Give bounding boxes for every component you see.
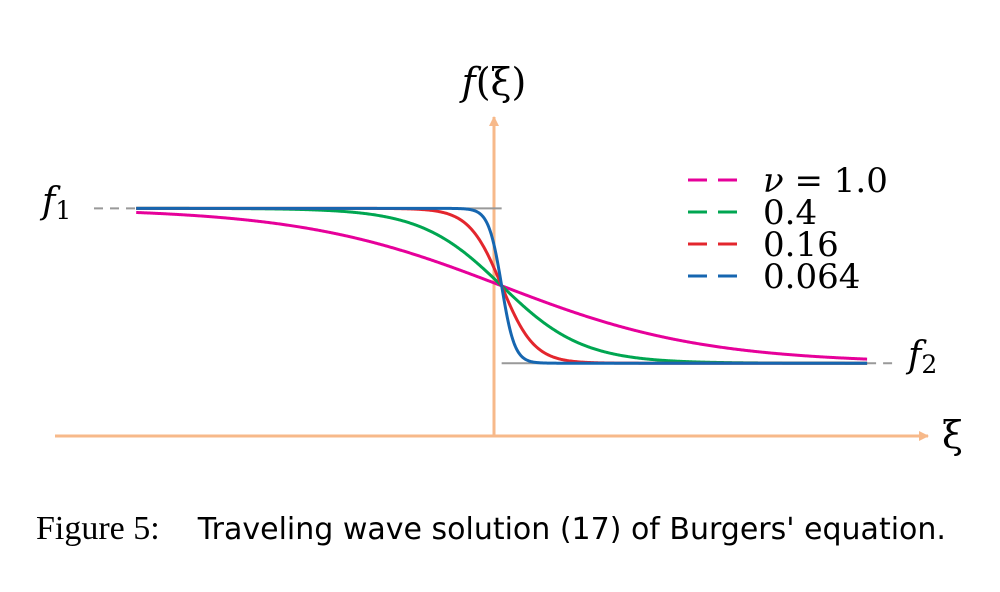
- legend-label-0-4: 0.4: [763, 193, 817, 233]
- figure-label: Figure 5:: [36, 510, 160, 547]
- legend-label-0-064: 0.064: [763, 257, 860, 297]
- caption-text: Traveling wave solution (17) of Burgers'…: [197, 512, 946, 547]
- y-axis-label-arg: (ξ): [476, 60, 527, 104]
- legend-label-0-16: 0.16: [763, 225, 839, 265]
- f1-label: f1: [39, 181, 71, 225]
- legend: ν = 1.00.40.160.064: [688, 161, 888, 297]
- series-line-0-064: [136, 206, 868, 365]
- series-curves: [136, 206, 868, 365]
- figure-caption: Figure 5: Traveling wave solution (17) of…: [36, 510, 976, 548]
- y-axis-label: f(ξ): [459, 60, 527, 104]
- f2-label: f2: [905, 335, 937, 379]
- x-axis-label: ξ: [942, 413, 963, 457]
- legend-label-1-0: ν = 1.0: [763, 161, 888, 201]
- figure-chart: f(ξ) ξ f1 f2 ν = 1.00.40.160.064: [39, 60, 963, 457]
